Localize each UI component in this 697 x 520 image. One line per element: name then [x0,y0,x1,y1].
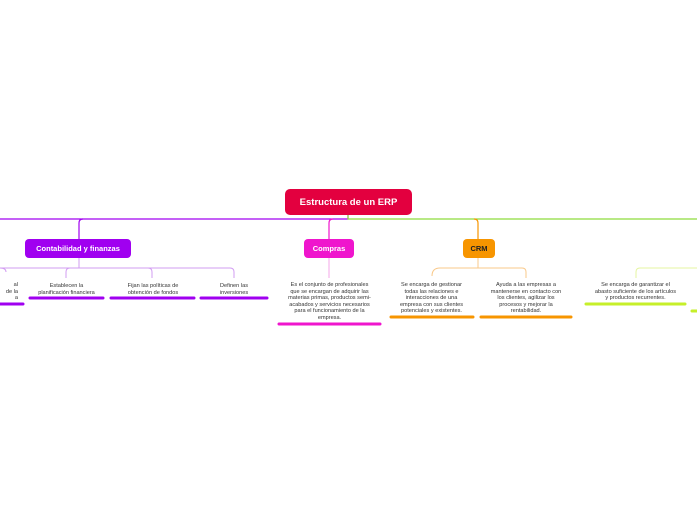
leaf-inventario-abasto[interactable]: Se encarga de garantizar el abasto sufic… [594,282,677,302]
leaf-contabilidad-inversiones[interactable]: Definen las inversiones [219,283,249,296]
root-node-label: Estructura de un ERP [299,196,398,208]
connector-contabilidad [78,218,84,239]
connector-root-right [347,215,697,220]
root-node[interactable]: Estructura de un ERP [285,189,412,215]
leaf-contabilidad-partial[interactable]: al de la a [5,282,18,302]
branch-node-contabilidad[interactable]: Contabilidad y finanzas [25,239,131,258]
connector-compras [328,218,334,239]
branch-node-crm[interactable]: CRM [463,239,495,258]
branch-label-crm: CRM [470,244,488,253]
connector-root-left [0,215,349,220]
connector-crm-children [431,258,527,278]
branch-label-compras: Compras [312,244,346,253]
connector-crm [473,218,479,239]
branch-node-compras[interactable]: Compras [304,239,354,258]
connector-inventario-child [635,267,697,278]
branch-label-contabilidad: Contabilidad y finanzas [36,244,120,253]
leaf-crm-relaciones[interactable]: Se encarga de gestionar todas las relaci… [399,282,464,315]
leaf-crm-contacto[interactable]: Ayuda a las empresas a mantenerse en con… [490,282,562,315]
connector-contabilidad-bar [0,267,235,278]
leaf-contabilidad-planificacion[interactable]: Establecen la planificación financiera [38,283,95,296]
leaf-contabilidad-politicas[interactable]: Fijan las políticas de obtención de fond… [127,283,179,296]
leaf-compras-definicion[interactable]: Es el conjunto de profesionales que se e… [288,282,371,321]
